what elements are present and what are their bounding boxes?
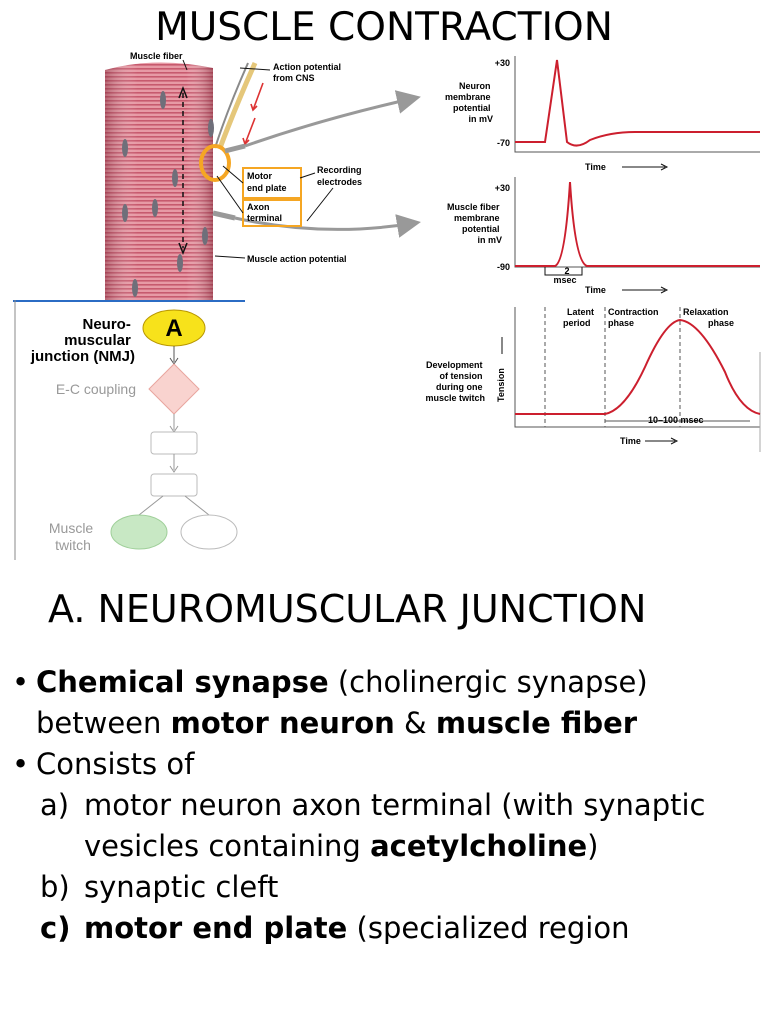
muscle-twitch-tension-curve	[515, 318, 761, 415]
muscle-fiber-figure: Muscle fiber Action potential from CNS M…	[105, 51, 421, 300]
sub-item-c: c)motor end plate (specialized region	[40, 911, 630, 945]
svg-text:phase: phase	[708, 318, 734, 328]
svg-text:A: A	[165, 315, 182, 342]
muscle-fiber-label: Muscle fiber	[130, 51, 183, 61]
svg-text:Axon terminal: Axon terminal	[247, 202, 282, 223]
svg-text:period: period	[563, 318, 591, 328]
svg-text:Time: Time	[585, 162, 606, 172]
neuron-action-potential-curve	[515, 59, 760, 147]
slide-title: MUSCLE CONTRACTION	[155, 5, 613, 50]
motor-end-plate-highlight	[199, 144, 231, 182]
svg-text:-70: -70	[497, 138, 510, 148]
svg-text:Motor end plate: Motor end plate	[247, 171, 287, 193]
sub-item-b: b)synaptic cleft	[40, 870, 279, 904]
svg-text:Neuro- muscular ju: Neuro- muscular junction (NMJ)	[30, 316, 135, 365]
bullet-consists-of: •Consists of	[12, 747, 195, 781]
svg-text:Latent: Latent	[567, 307, 594, 317]
svg-text:+30: +30	[495, 58, 510, 68]
svg-text:msec: msec	[553, 275, 576, 285]
svg-text:Muscle fiber membrane: Muscle fiber membrane potential in mV	[447, 202, 502, 245]
nmj-flowchart: Neuro- muscular junction (NMJ) A E-C cou…	[13, 300, 245, 560]
svg-text:Tension: Tension	[496, 368, 506, 402]
svg-text:Recording electrodes: Recording electrodes	[317, 165, 364, 187]
ec-coupling-diamond	[148, 363, 200, 415]
muscle-action-potential-curve	[515, 181, 760, 267]
svg-text:E-C coupling: E-C coupling	[56, 381, 136, 397]
svg-text:Development of tension: Development of tension during one muscle…	[425, 360, 485, 403]
svg-text:Neuron membrane po: Neuron membrane potential in mV	[445, 81, 493, 124]
muscle-action-potential-label: Muscle action potential	[247, 254, 347, 264]
svg-text:Contraction: Contraction	[608, 307, 659, 317]
body-text: •Chemical synapse (cholinergic synapse) …	[12, 662, 762, 949]
svg-text:Time: Time	[620, 436, 641, 446]
section-heading: A. NEUROMUSCULAR JUNCTION	[48, 587, 647, 631]
svg-text:Relaxation: Relaxation	[683, 307, 729, 317]
svg-text:phase: phase	[608, 318, 634, 328]
membrane-potential-graphs: +30 -70 +30 -90 Neuron membrane potentia…	[425, 56, 761, 452]
svg-text:Time: Time	[585, 285, 606, 295]
svg-text:+30: +30	[495, 183, 510, 193]
muscle-twitch-node	[110, 514, 168, 550]
svg-text:-90: -90	[497, 262, 510, 272]
svg-text:10–100 msec: 10–100 msec	[648, 415, 704, 425]
svg-text:Action potential from CNS: Action potential from CNS	[273, 62, 344, 83]
sub-item-a: a)motor neuron axon terminal (with synap…	[40, 788, 706, 863]
svg-text:Muscle twitch: Muscle twitch	[49, 520, 97, 553]
bullet-chemical-synapse: •Chemical synapse (cholinergic synapse) …	[12, 665, 648, 740]
svg-text:2: 2	[564, 266, 569, 276]
